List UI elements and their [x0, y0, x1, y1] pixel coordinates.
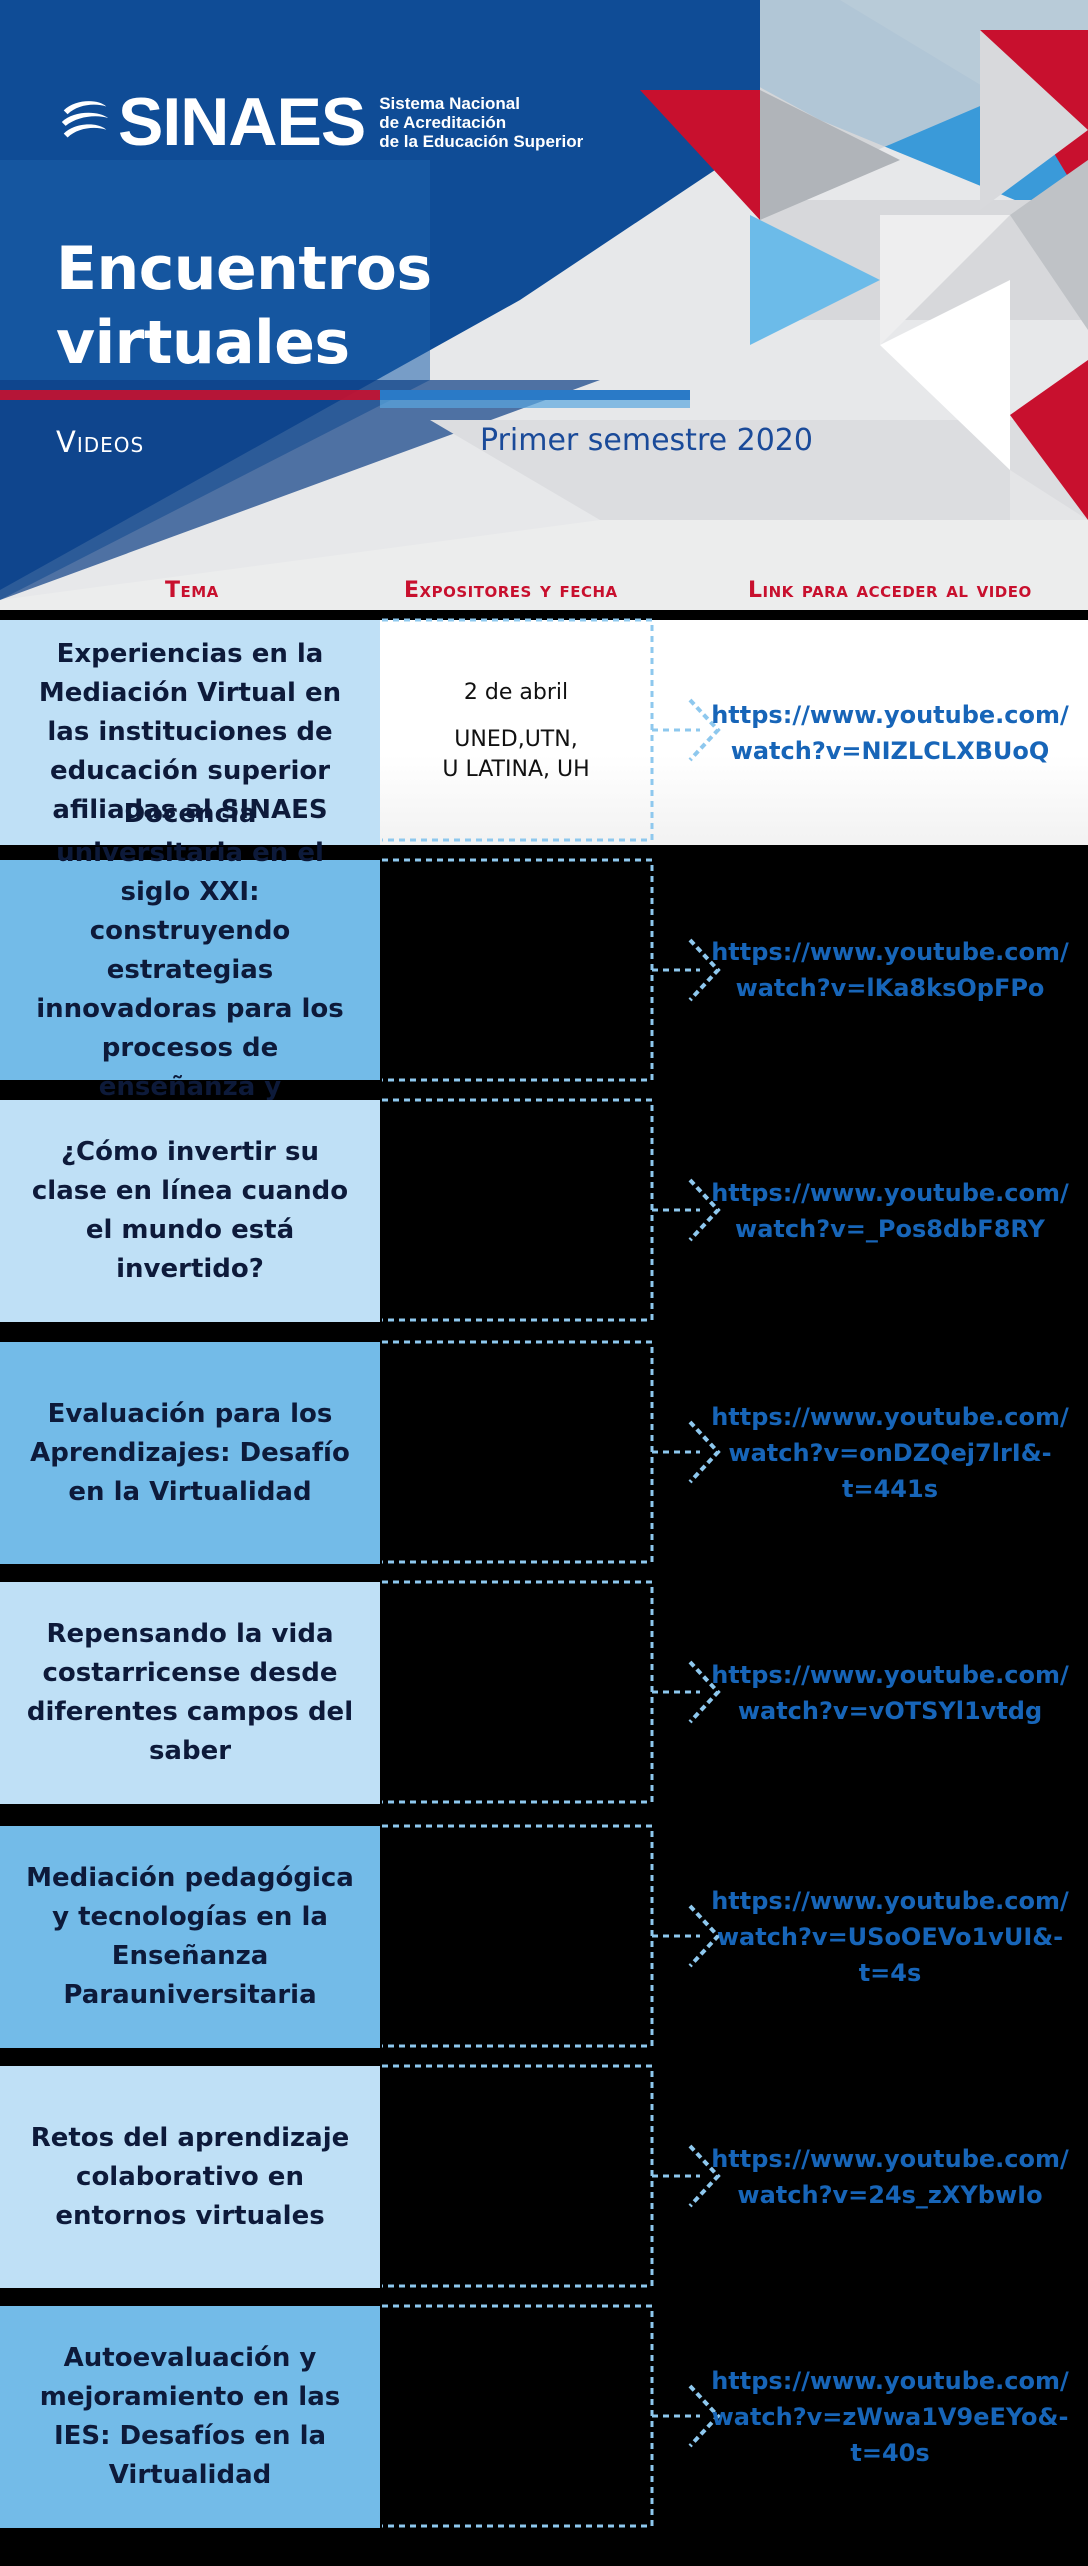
- video-link[interactable]: https://www.youtube.com/ watch?v=USoOEVo…: [711, 1887, 1069, 1987]
- topic-cell: Repensando la vida costarricense desde d…: [0, 1582, 380, 1804]
- table-row: Docencia universitaria en el siglo XXI: …: [0, 799, 1088, 1141]
- date-text: 2 de abril: [463, 680, 569, 705]
- video-link[interactable]: https://www.youtube.com/ watch?v=onDZQej…: [711, 1403, 1069, 1503]
- speakers-text: UNED,UTN, U LATINA, UH: [442, 727, 590, 782]
- video-link[interactable]: https://www.youtube.com/ watch?v=NIZLCLX…: [711, 700, 1069, 765]
- topic-cell: Mediación pedagógica y tecnologías en la…: [0, 1826, 380, 2048]
- column-header-topic: Tema: [165, 578, 219, 603]
- page-title: Encuentros virtuales: [56, 234, 432, 378]
- speaker-cell: 2 de abril UNED,UTN, U LATINA, UH: [380, 620, 652, 845]
- period-label: Primer semestre 2020: [480, 423, 813, 458]
- table-row: Retos del aprendizaje colaborativo en en…: [0, 2066, 1088, 2288]
- logo-wordmark: SINAES: [118, 84, 366, 160]
- video-link[interactable]: https://www.youtube.com/ watch?v=vOTSYl1…: [711, 1661, 1069, 1725]
- video-link[interactable]: https://www.youtube.com/ watch?v=zWwa1V9…: [711, 2367, 1069, 2467]
- video-link[interactable]: https://www.youtube.com/ watch?v=_Pos8db…: [711, 1179, 1069, 1243]
- logo-subtitle: Sistema Nacional de Acreditación de la E…: [379, 93, 584, 151]
- sinaes-swirl-icon: [61, 101, 109, 138]
- column-header-link: Link para acceder al video: [748, 578, 1032, 603]
- table-row: Evaluación para los Aprendizajes: Desafí…: [0, 1342, 1088, 1564]
- table-row: Repensando la vida costarricense desde d…: [0, 1582, 1088, 1804]
- section-label: Videos: [56, 425, 145, 459]
- table-row: Experiencias en la Mediación Virtual en …: [0, 620, 1088, 845]
- topic-cell: ¿Cómo invertir su clase en línea cuando …: [0, 1100, 380, 1322]
- topic-cell: Evaluación para los Aprendizajes: Desafí…: [0, 1342, 380, 1564]
- topic-cell: Retos del aprendizaje colaborativo en en…: [0, 2066, 380, 2288]
- table-row: Autoevaluación y mejoramiento en las IES…: [0, 2306, 1088, 2528]
- topic-cell: Experiencias en la Mediación Virtual en …: [0, 620, 380, 845]
- header-banner: SINAES Sistema Nacional de Acreditación …: [0, 0, 1088, 610]
- topic-cell: Autoevaluación y mejoramiento en las IES…: [0, 2306, 380, 2528]
- video-link[interactable]: https://www.youtube.com/ watch?v=lKa8ksO…: [711, 938, 1069, 1002]
- header-background: [0, 0, 1088, 610]
- column-header-speakers: Expositores y fecha: [404, 578, 618, 603]
- topic-cell: Docencia universitaria en el siglo XXI: …: [0, 799, 380, 1141]
- video-link[interactable]: https://www.youtube.com/ watch?v=24s_zXY…: [711, 2145, 1069, 2209]
- table-row: ¿Cómo invertir su clase en línea cuando …: [0, 1100, 1088, 1322]
- sinaes-logo: SINAES Sistema Nacional de Acreditación …: [56, 88, 583, 156]
- table-row: Mediación pedagógica y tecnologías en la…: [0, 1826, 1088, 2048]
